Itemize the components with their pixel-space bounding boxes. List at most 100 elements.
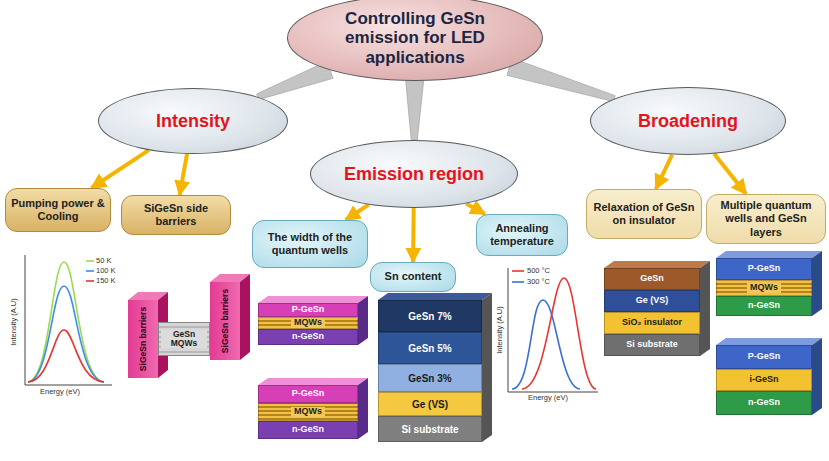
text-group: P-GeSn: [748, 264, 781, 274]
node-text: Intensity: [156, 111, 230, 132]
node-text: Broadening: [638, 111, 738, 132]
node-text: SiGeSn barriers: [138, 307, 148, 371]
node-text: GeSn 5%: [408, 343, 451, 354]
node-text: Annealing temperature: [481, 222, 563, 248]
node-text: n-GeSn: [292, 332, 324, 342]
branch-arrow: [466, 203, 485, 214]
text-group: Ge (VS): [636, 296, 669, 306]
axis-label: Intensity (A.U): [496, 306, 504, 354]
node-text: P-GeSn: [748, 352, 781, 362]
node-text: Ge (VS): [636, 296, 669, 306]
node-text: Relaxation of GeSn on insulator: [591, 201, 697, 227]
text-group: n-GeSn: [748, 301, 780, 311]
node-text: GeSn MQWs: [161, 330, 207, 349]
node-text: The width of the quantum wells: [257, 231, 363, 257]
node-text: P-GeSn: [748, 264, 781, 274]
chart-label: 300 °C: [527, 278, 550, 286]
branch-arrow: [411, 208, 416, 262]
text-group: P-GeSn: [292, 305, 325, 315]
node-text: MQWs: [291, 318, 325, 328]
layer-band: GeSn 7%: [378, 300, 482, 332]
text-group: Relaxation of GeSn on insulator: [591, 201, 697, 227]
root-oval: Controlling GeSn emission for LED applic…: [287, 0, 543, 81]
layer-band: GeSn 5%: [378, 332, 482, 364]
chart-label: 150 K: [96, 277, 116, 285]
topic-box: SiGeSn side barriers: [121, 195, 231, 235]
chart-label: 500 °C: [527, 267, 550, 275]
node-text: Ge (VS): [412, 399, 448, 410]
layer-band: Ge (VS): [378, 392, 482, 416]
text-group: SiO₂ insulator: [622, 318, 682, 328]
mqw-block: GeSn MQWs: [158, 322, 210, 356]
branch-arrow: [656, 155, 672, 189]
node-text: n-GeSn: [748, 398, 780, 408]
layer-band: GeSn 3%: [378, 364, 482, 392]
layer-band: MQWs: [258, 317, 358, 329]
layer-band: P-GeSn: [716, 345, 812, 369]
branch-wedge: [507, 58, 615, 101]
text-group: P-GeSn: [292, 389, 325, 399]
layer-band: Si substrate: [604, 334, 700, 356]
node-text: n-GeSn: [748, 301, 780, 311]
topic-box: Annealing temperature: [476, 214, 568, 256]
stack-faces: [258, 251, 822, 442]
layer-band: n-GeSn: [258, 421, 358, 439]
node-text: Pumping power & Cooling: [10, 197, 106, 223]
text-group: Intensity: [156, 111, 230, 132]
node-text: Sn content: [385, 270, 442, 283]
node-text: i-GeSn: [749, 375, 778, 385]
node-text: Si substrate: [626, 340, 678, 350]
branch-wedge: [406, 81, 424, 140]
anneal-chart: [508, 268, 598, 392]
chart-label: Energy (eV): [528, 394, 568, 402]
branch-arrow: [714, 154, 746, 194]
barrier-slabs: [128, 274, 250, 378]
topic-box: Pumping power & Cooling: [5, 188, 111, 232]
text-group: Si substrate: [626, 340, 678, 350]
branch-arrow: [180, 154, 187, 195]
node-text: MQWs: [747, 283, 781, 293]
category-oval: Emission region: [310, 140, 517, 208]
node-text: n-GeSn: [292, 425, 324, 435]
layer-band: P-GeSn: [258, 385, 358, 403]
node-text: SiO₂ insulator: [622, 318, 682, 328]
text-group: GeSn 5%: [408, 343, 451, 354]
node-text: P-GeSn: [292, 305, 325, 315]
node-text: GeSn 3%: [408, 373, 451, 384]
text-group: The width of the quantum wells: [257, 231, 363, 257]
text-group: Ge (VS): [412, 399, 448, 410]
category-oval: Intensity: [98, 88, 288, 154]
text-group: Emission region: [344, 164, 484, 185]
topic-box: The width of the quantum wells: [252, 220, 368, 268]
topic-box: Sn content: [370, 262, 456, 292]
text-group: SiGeSn barriers: [138, 307, 148, 371]
text-group: Controlling GeSn emission for LED applic…: [329, 9, 501, 68]
node-text: MQWs: [291, 407, 325, 417]
text-group: MQWs: [291, 407, 325, 417]
node-text: Controlling GeSn emission for LED applic…: [329, 9, 501, 68]
node-text: GeSn 7%: [408, 311, 451, 322]
axis-label: Intensity (A.U): [10, 298, 18, 346]
layer-band: GeSn: [604, 268, 700, 290]
text-group: MQWs: [747, 283, 781, 293]
layer-band: SiO₂ insulator: [604, 312, 700, 334]
layer-band: P-GeSn: [258, 303, 358, 317]
text-group: n-GeSn: [292, 332, 324, 342]
node-text: GeSn: [640, 274, 664, 284]
topic-box: Relaxation of GeSn on insulator: [586, 189, 702, 239]
layer-band: n-GeSn: [716, 296, 812, 316]
text-group: MQWs: [291, 318, 325, 328]
text-group: GeSn: [640, 274, 664, 284]
chart-label: Energy (eV): [40, 388, 80, 396]
branch-arrow: [346, 205, 369, 220]
text-group: Sn content: [385, 270, 442, 283]
text-group: P-GeSn: [748, 352, 781, 362]
text-group: GeSn MQWs: [161, 330, 207, 349]
layer-band: P-GeSn: [716, 258, 812, 280]
text-group: SiGeSn barriers: [220, 289, 230, 353]
layer-band: MQWs: [258, 403, 358, 421]
text-group: Pumping power & Cooling: [10, 197, 106, 223]
text-group: Broadening: [638, 111, 738, 132]
text-group: Si substrate: [401, 424, 458, 435]
topic-box: Multiple quantum wells and GeSn layers: [706, 194, 826, 244]
